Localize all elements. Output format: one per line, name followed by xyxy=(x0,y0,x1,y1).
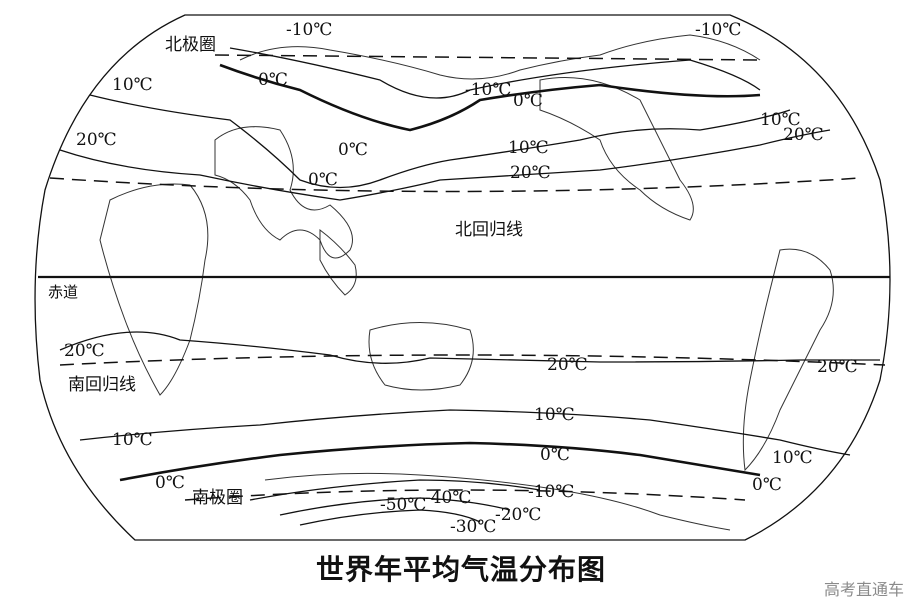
iso-label: 0℃ xyxy=(513,91,543,111)
iso-label: 10℃ xyxy=(112,75,153,95)
isotherm-s-20 xyxy=(59,331,880,364)
iso-label: 10℃ xyxy=(112,430,153,450)
iso-label: 20℃ xyxy=(783,125,824,145)
antarctic-circle-label: 南极圈 xyxy=(192,488,243,508)
iso-label: -10℃ xyxy=(695,20,741,40)
isotherm-s-minus10 xyxy=(249,479,541,501)
isotherm-s-minus30 xyxy=(299,509,481,526)
iso-label: 0℃ xyxy=(540,445,570,465)
isotherm-n-minus10 xyxy=(229,47,761,99)
iso-label: 10℃ xyxy=(508,138,549,158)
iso-label: 0℃ xyxy=(308,170,338,190)
isotherm-s-10 xyxy=(79,409,851,456)
arctic-circle-line xyxy=(214,54,761,61)
isotherm-s-0 xyxy=(119,441,761,482)
tropic-cancer-label: 北回归线 xyxy=(455,220,523,240)
iso-label: 20℃ xyxy=(64,341,105,361)
iso-label: -10℃ xyxy=(528,482,574,502)
isotherm-s-minus20 xyxy=(279,497,511,516)
iso-label: -10℃ xyxy=(286,20,332,40)
isotherm-n-20 xyxy=(59,129,831,201)
iso-label: -20℃ xyxy=(495,505,541,525)
iso-label: 10℃ xyxy=(772,448,813,468)
map-title: 世界年平均气温分布图 xyxy=(315,553,606,586)
coastlines xyxy=(99,34,834,531)
iso-label: 0℃ xyxy=(155,473,185,493)
iso-label: 0℃ xyxy=(338,140,368,160)
iso-label: 20℃ xyxy=(510,163,551,183)
iso-label: 10℃ xyxy=(760,110,801,130)
equator-label: 赤道 xyxy=(48,283,78,301)
watermark: 高考直通车 xyxy=(823,580,904,599)
map-frame xyxy=(34,14,891,541)
iso-label: -40℃ xyxy=(425,488,471,508)
iso-label: -50℃ xyxy=(380,495,426,515)
arctic-circle-label: 北极圈 xyxy=(165,35,216,55)
iso-label: 20℃ xyxy=(76,130,117,150)
isotherm-n-0 xyxy=(219,63,761,132)
tropic-capricorn-label: 南回归线 xyxy=(68,375,136,395)
isotherm-n-10 xyxy=(89,94,791,189)
iso-label: -10℃ xyxy=(465,80,511,100)
antarctic-circle-line xyxy=(184,489,746,501)
iso-label: 0℃ xyxy=(258,70,288,90)
iso-label: 20℃ xyxy=(817,357,858,377)
tropic-cancer-line xyxy=(49,177,861,193)
iso-label: 20℃ xyxy=(547,355,588,375)
iso-label: -30℃ xyxy=(450,517,496,537)
iso-label: 10℃ xyxy=(534,405,575,425)
iso-label: 0℃ xyxy=(752,475,782,495)
tropic-capricorn-line xyxy=(59,354,886,366)
